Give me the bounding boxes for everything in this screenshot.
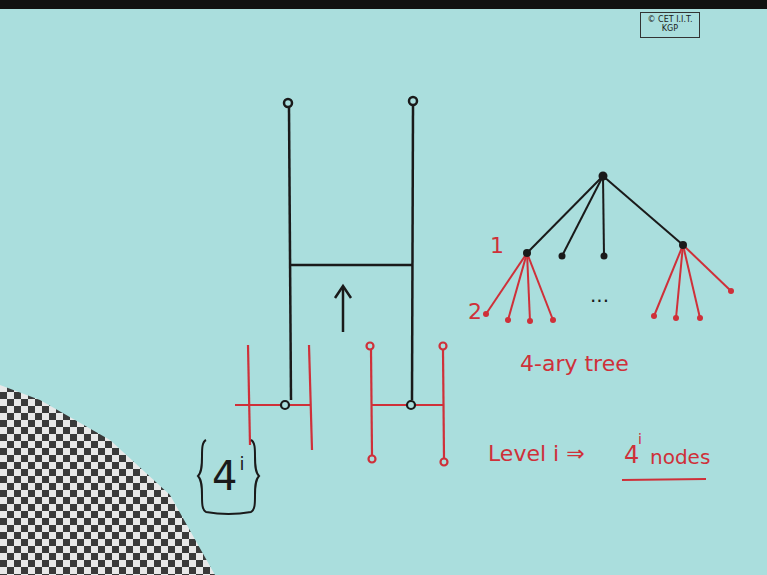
exponent: i: [638, 432, 642, 447]
tree-red-edges: [486, 245, 731, 321]
ellipsis: ...: [590, 284, 609, 306]
tree-caption: 4-ary tree: [520, 352, 629, 376]
formula-box: 4i: [196, 438, 260, 514]
node-text: © CET I.I.T. KGP: [644, 16, 696, 34]
base-number: 4: [624, 442, 639, 468]
tree-edges: [527, 176, 683, 256]
h-tree: [284, 97, 417, 400]
logo-box: © CET I.I.T. KGP: [640, 12, 700, 38]
level-number: 1: [490, 234, 504, 258]
sub-h-centres: [281, 401, 415, 409]
note-text: nodes: [650, 446, 710, 468]
top-bar: [0, 0, 767, 9]
note-text: Level i ⇒: [488, 442, 585, 466]
level-number: 2: [468, 300, 482, 324]
tree-nodes: [523, 172, 687, 260]
shirt-corner: [0, 385, 215, 575]
node-text: 4: [212, 454, 237, 498]
node-superscript: i: [239, 454, 244, 474]
underline: [622, 479, 706, 480]
sub-h-trees: [235, 343, 448, 466]
